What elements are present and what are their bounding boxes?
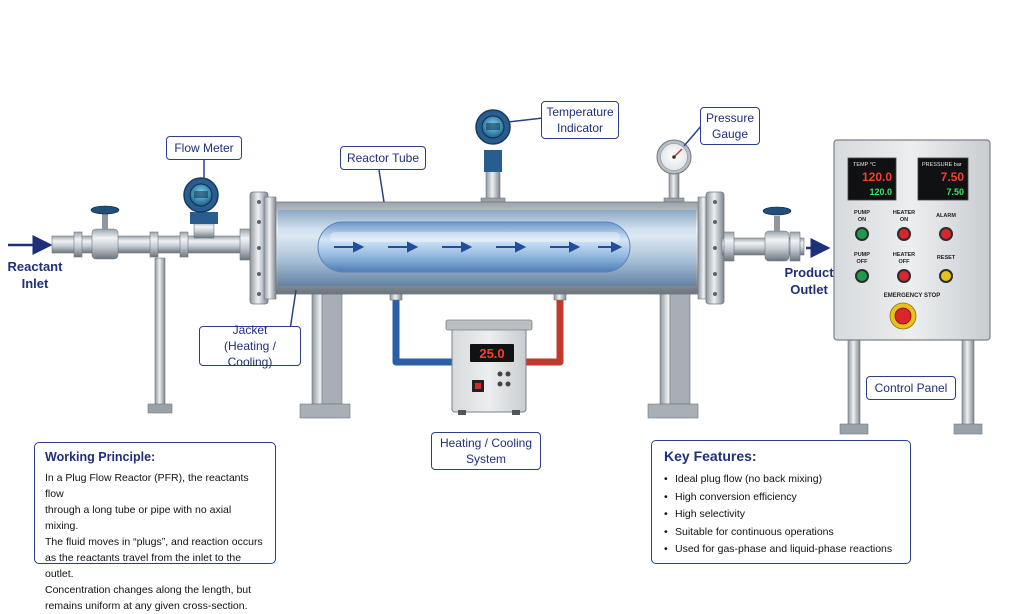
temperature-indicator-line-2: Indicator: [556, 121, 604, 135]
working-principle-line: Concentration changes along the length, …: [45, 584, 252, 596]
control-panel-callout: Control Panel: [866, 376, 956, 400]
outlet-valve: [762, 206, 792, 262]
outlet-pipe: [721, 231, 805, 262]
heating-cooling-system-line-2: System: [465, 452, 506, 466]
pfr-diagram: 25.0: [8, 109, 991, 435]
panel-button-reset[interactable]: RESET: [937, 255, 956, 283]
emergency-stop-button[interactable]: [889, 302, 917, 330]
reactor-tube-label: Reactor Tube: [346, 151, 420, 165]
panel-button-alarm[interactable]: ALARM: [936, 213, 956, 241]
working-principle-line: In a Plug Flow Reactor (PFR), the reacta…: [45, 472, 249, 500]
flow-meter: [183, 177, 219, 239]
panel-button-label: RESET: [937, 255, 956, 261]
reactor-body: [249, 191, 725, 305]
control-panel-label: Control Panel: [874, 381, 948, 395]
temp-display-pv: 120.0: [862, 170, 892, 184]
panel-button-cap[interactable]: [899, 271, 909, 281]
panel-button-label: ALARM: [936, 213, 956, 219]
panel-button-cap[interactable]: [941, 271, 951, 281]
temp-display-sv: 120.0: [869, 187, 892, 197]
working-principle-line: through a long tube or pipe with no axia…: [45, 504, 232, 532]
pressure-gauge-line-1: Pressure: [705, 111, 755, 125]
list-item: High conversion efficiency: [664, 489, 898, 507]
flow-meter-label: Flow Meter: [174, 141, 234, 155]
panel-button-label: ON: [858, 217, 866, 223]
heater-unit: 25.0: [445, 319, 533, 415]
inlet-valve: [90, 205, 120, 260]
jacket-callout: Jacket (Heating / Cooling): [199, 323, 301, 369]
panel-button-cap[interactable]: [899, 229, 909, 239]
panel-button-label: HEATER: [893, 210, 915, 216]
panel-button-label: OFF: [857, 259, 869, 265]
reactant-inlet-label: Reactant Inlet: [0, 258, 70, 292]
pressure-gauge-callout: Pressure Gauge: [700, 107, 760, 145]
key-features-list: Ideal plug flow (no back mixing) High co…: [664, 471, 898, 559]
list-item: Ideal plug flow (no back mixing): [664, 471, 898, 489]
panel-button-cap[interactable]: [857, 229, 867, 239]
heating-cooling-system-line-1: Heating / Cooling: [439, 436, 533, 450]
key-features-title: Key Features:: [664, 448, 757, 464]
heating-cooling-system-callout: Heating / Cooling System: [431, 432, 541, 470]
working-principle-box: Working Principle: In a Plug Flow Reacto…: [34, 442, 276, 612]
panel-button-label: HEATER: [893, 252, 915, 258]
callout-pointers: [203, 117, 703, 331]
inlet-support: [147, 257, 173, 414]
working-principle-line: The fluid moves in “plugs”, and reaction…: [45, 536, 263, 548]
panel-button-label: PUMP: [854, 210, 870, 216]
list-item: Used for gas-phase and liquid-phase reac…: [664, 541, 898, 559]
product-outlet-label: Product Outlet: [776, 264, 842, 298]
pressure-display-sv: 7.50: [946, 187, 964, 197]
temperature-indicator: [475, 109, 511, 207]
reactor-tube-callout: Reactor Tube: [340, 146, 426, 170]
pressure-display-pv: 7.50: [941, 170, 965, 184]
product-outlet-line-2: Outlet: [790, 282, 828, 297]
panel-button-label: PUMP: [854, 252, 870, 258]
temp-display-header: TEMP °C: [853, 162, 876, 168]
working-principle-line: as the reactants travel from the inlet t…: [45, 552, 242, 580]
working-principle-title: Working Principle:: [45, 450, 156, 464]
jacket-line-2: (Heating / Cooling): [223, 339, 277, 369]
emergency-stop-label: EMERGENCY STOP: [884, 293, 940, 299]
temperature-indicator-line-1: Temperature: [546, 105, 614, 119]
flow-meter-callout: Flow Meter: [166, 136, 242, 160]
list-item: High selectivity: [664, 506, 898, 524]
reactant-inlet-line-2: Inlet: [21, 276, 49, 291]
inlet-pipe: [51, 228, 253, 261]
working-principle-line: remains uniform at any given cross-secti…: [45, 600, 248, 612]
key-features-box: Key Features: Ideal plug flow (no back m…: [651, 440, 911, 564]
flow-arrows: [334, 241, 623, 253]
pressure-display-header: PRESSURE bar: [922, 162, 962, 168]
heater-display: 25.0: [479, 346, 504, 361]
pressure-gauge-line-2: Gauge: [711, 127, 749, 141]
jacket-line-1: Jacket: [232, 323, 268, 337]
product-outlet-line-1: Product: [784, 265, 834, 280]
panel-button-label: OFF: [899, 259, 911, 265]
pressure-gauge: [656, 139, 692, 207]
panel-button-label: ON: [900, 217, 908, 223]
reactant-inlet-line-1: Reactant: [7, 259, 63, 274]
working-principle-text: In a Plug Flow Reactor (PFR), the reacta…: [45, 470, 265, 614]
list-item: Suitable for continuous operations: [664, 524, 898, 542]
control-panel-cabinet: [833, 139, 991, 435]
panel-button-cap[interactable]: [857, 271, 867, 281]
panel-button-cap[interactable]: [941, 229, 951, 239]
temperature-indicator-callout: Temperature Indicator: [541, 101, 619, 139]
